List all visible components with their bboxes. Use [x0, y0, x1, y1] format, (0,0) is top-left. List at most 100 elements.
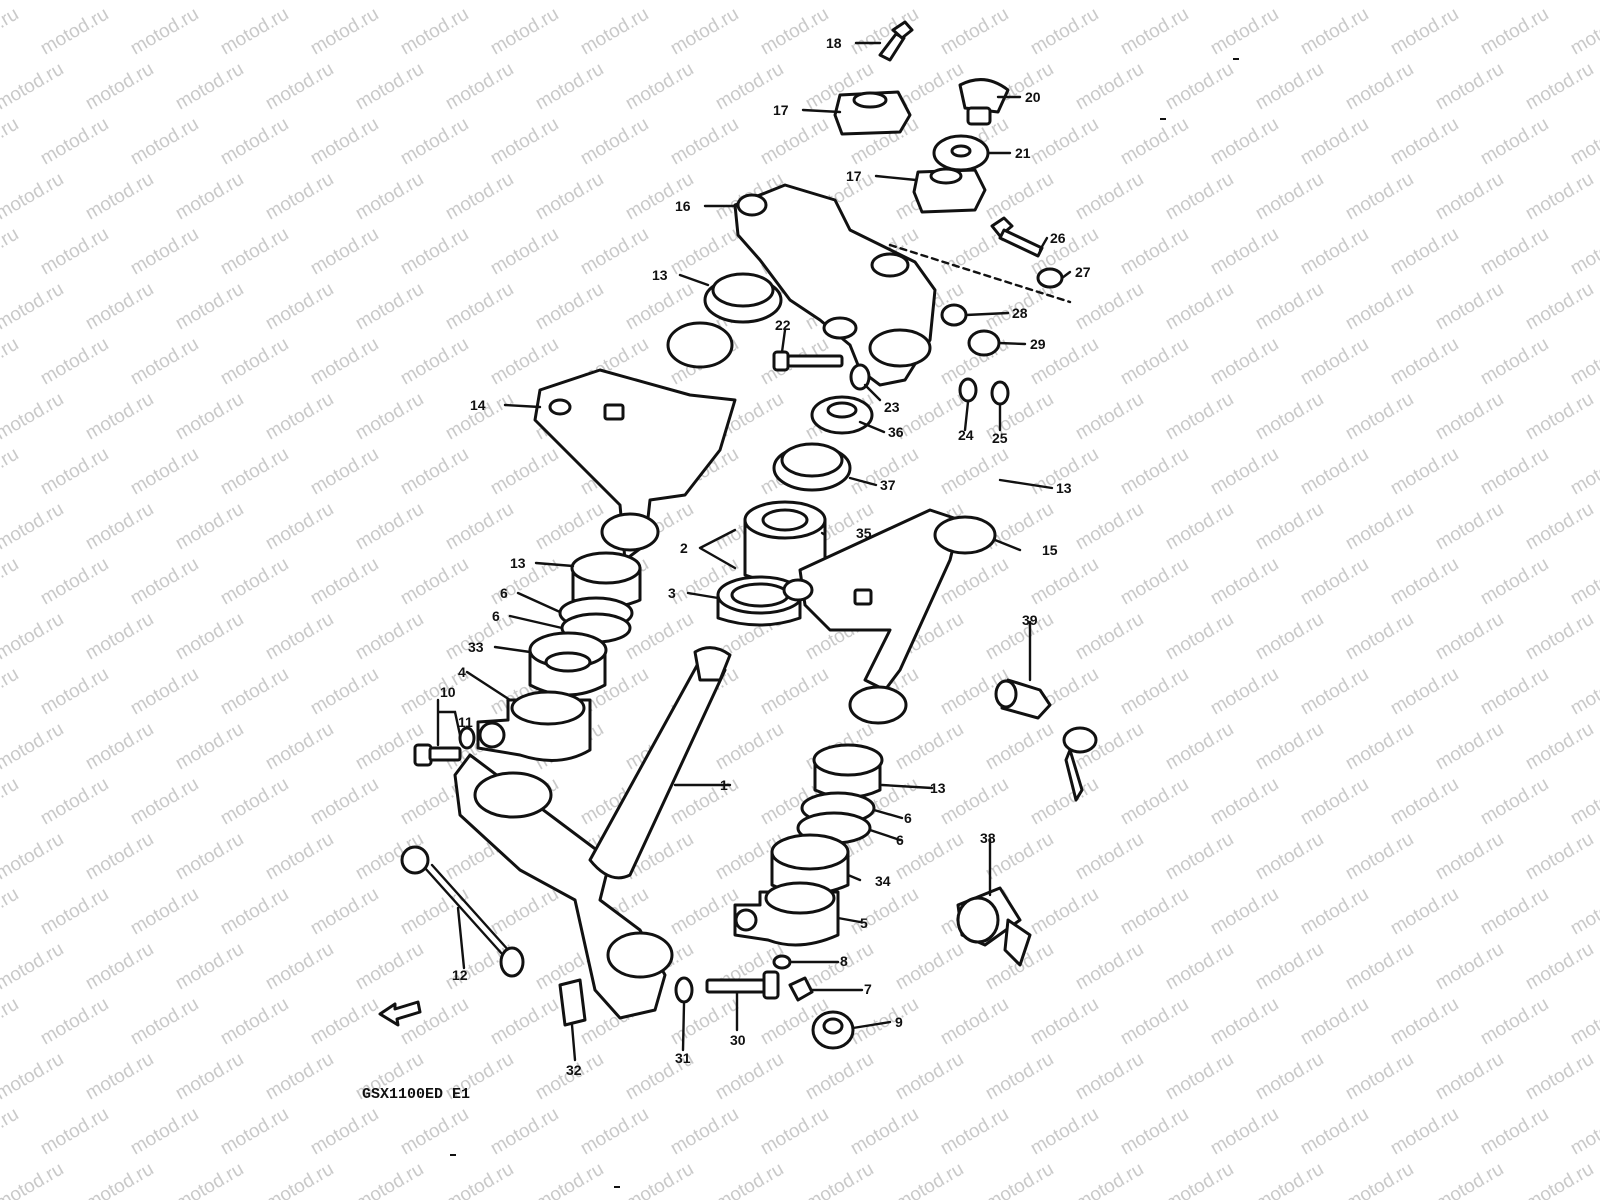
watermark-text: motod.ru — [37, 884, 112, 940]
watermark-text: motod.ru — [37, 4, 112, 60]
callout-27: 27 — [1075, 264, 1091, 280]
watermark-text: motod.ru — [1072, 499, 1147, 555]
watermark-text: motod.ru — [127, 774, 202, 830]
watermark-text: motod.ru — [307, 774, 382, 830]
watermark-text: motod.ru — [1342, 59, 1417, 115]
watermark-text: motod.ru — [1252, 389, 1327, 445]
watermark-text: motod.ru — [0, 829, 67, 885]
watermark-text: motod.ru — [307, 114, 382, 170]
watermark-text: motod.ru — [82, 279, 157, 335]
watermark-text: motod.ru — [1387, 224, 1462, 280]
watermark-text: motod.ru — [622, 169, 697, 225]
watermark-text: motod.ru — [442, 279, 517, 335]
watermark-text: motod.ru — [0, 169, 67, 225]
watermark-text: motod.ru — [532, 169, 607, 225]
bolt-20-part — [958, 78, 1010, 126]
watermark-text: motod.ru — [0, 114, 22, 170]
watermark-text: motod.ru — [397, 114, 472, 170]
watermark-text: motod.ru — [0, 59, 67, 115]
callout-8: 8 — [840, 953, 848, 969]
handlebar-clamp-upper-part — [833, 90, 912, 136]
watermark-text: motod.ru — [1522, 59, 1597, 115]
watermark-text: motod.ru — [352, 59, 427, 115]
watermark-text: motod.ru — [1477, 884, 1552, 940]
callout-29: 29 — [1030, 336, 1046, 352]
watermark-text: motod.ru — [307, 334, 382, 390]
watermark-text: motod.ru — [1207, 114, 1282, 170]
watermark-text: motod.ru — [1522, 1159, 1597, 1200]
watermark-text: motod.ru — [1567, 994, 1600, 1050]
callout-5: 5 — [860, 915, 868, 931]
watermark-text: motod.ru — [127, 884, 202, 940]
watermark-text: motod.ru — [217, 774, 292, 830]
watermark-text: motod.ru — [1162, 59, 1237, 115]
watermark-text: motod.ru — [352, 169, 427, 225]
watermark-text: motod.ru — [1567, 774, 1600, 830]
callout-9: 9 — [895, 1014, 903, 1030]
watermark-text: motod.ru — [487, 884, 562, 940]
callout-3: 3 — [668, 585, 676, 601]
watermark-text: motod.ru — [487, 334, 562, 390]
watermark-text: motod.ru — [352, 609, 427, 665]
callout-22: 22 — [775, 317, 791, 333]
watermark-text: motod.ru — [307, 554, 382, 610]
watermark-text: motod.ru — [1387, 664, 1462, 720]
watermark-text: motod.ru — [0, 609, 67, 665]
watermark-text: motod.ru — [1297, 224, 1372, 280]
headlight-bracket-15-part — [782, 508, 997, 725]
watermark-text: motod.ru — [1387, 554, 1462, 610]
watermark-text: motod.ru — [37, 224, 112, 280]
watermark-text: motod.ru — [0, 884, 22, 940]
watermark-text: motod.ru — [1207, 664, 1282, 720]
watermark-text: motod.ru — [712, 1159, 787, 1200]
watermark-text: motod.ru — [1477, 554, 1552, 610]
watermark-text: motod.ru — [1252, 609, 1327, 665]
watermark-text: motod.ru — [1072, 1049, 1147, 1105]
watermark-text: motod.ru — [0, 939, 67, 995]
watermark-text: motod.ru — [397, 444, 472, 500]
watermark-text: motod.ru — [847, 994, 922, 1050]
watermark-text: motod.ru — [0, 1104, 22, 1160]
washer-37-part — [772, 442, 852, 492]
watermark-text: motod.ru — [1027, 884, 1102, 940]
watermark-text: motod.ru — [1072, 829, 1147, 885]
watermark-text: motod.ru — [1477, 664, 1552, 720]
watermark-text: motod.ru — [1432, 59, 1507, 115]
watermark-text: motod.ru — [1477, 774, 1552, 830]
watermark-text: motod.ru — [1207, 224, 1282, 280]
watermark-text: motod.ru — [1252, 939, 1327, 995]
watermark-text: motod.ru — [127, 554, 202, 610]
grease-nipple-7-part — [788, 976, 814, 1002]
watermark-text: motod.ru — [172, 389, 247, 445]
watermark-text: motod.ru — [307, 994, 382, 1050]
callout-17-lower: 17 — [846, 168, 862, 184]
watermark-text: motod.ru — [1432, 719, 1507, 775]
o-ring-8-part — [772, 954, 792, 970]
watermark-text: motod.ru — [667, 774, 742, 830]
watermark-text: motod.ru — [1432, 279, 1507, 335]
watermark-text: motod.ru — [1432, 499, 1507, 555]
watermark-text: motod.ru — [1522, 389, 1597, 445]
watermark-text: motod.ru — [1162, 0, 1237, 4]
watermark-text: motod.ru — [1432, 829, 1507, 885]
watermark-text: motod.ru — [1162, 279, 1237, 335]
watermark-text: motod.ru — [1387, 994, 1462, 1050]
callout-11: 11 — [458, 714, 473, 730]
watermark-text: motod.ru — [1072, 939, 1147, 995]
front-direction-arrow-icon — [378, 1000, 422, 1027]
fork-clamp-5-part — [733, 881, 840, 947]
watermark-text: motod.ru — [577, 1104, 652, 1160]
watermark-text: motod.ru — [1117, 4, 1192, 60]
watermark-text: motod.ru — [1567, 1104, 1600, 1160]
watermark-text: motod.ru — [1387, 774, 1462, 830]
watermark-text: motod.ru — [37, 114, 112, 170]
watermark-text: motod.ru — [307, 224, 382, 280]
watermark-text: motod.ru — [262, 609, 337, 665]
watermark-text: motod.ru — [1207, 444, 1282, 500]
watermark-text: motod.ru — [1297, 114, 1372, 170]
watermark-text: motod.ru — [82, 719, 157, 775]
watermark-text: motod.ru — [217, 884, 292, 940]
callout-labels: 18 17 20 21 17 16 26 27 13 28 22 29 14 2… — [440, 35, 1091, 1078]
watermark-text: motod.ru — [1162, 389, 1237, 445]
